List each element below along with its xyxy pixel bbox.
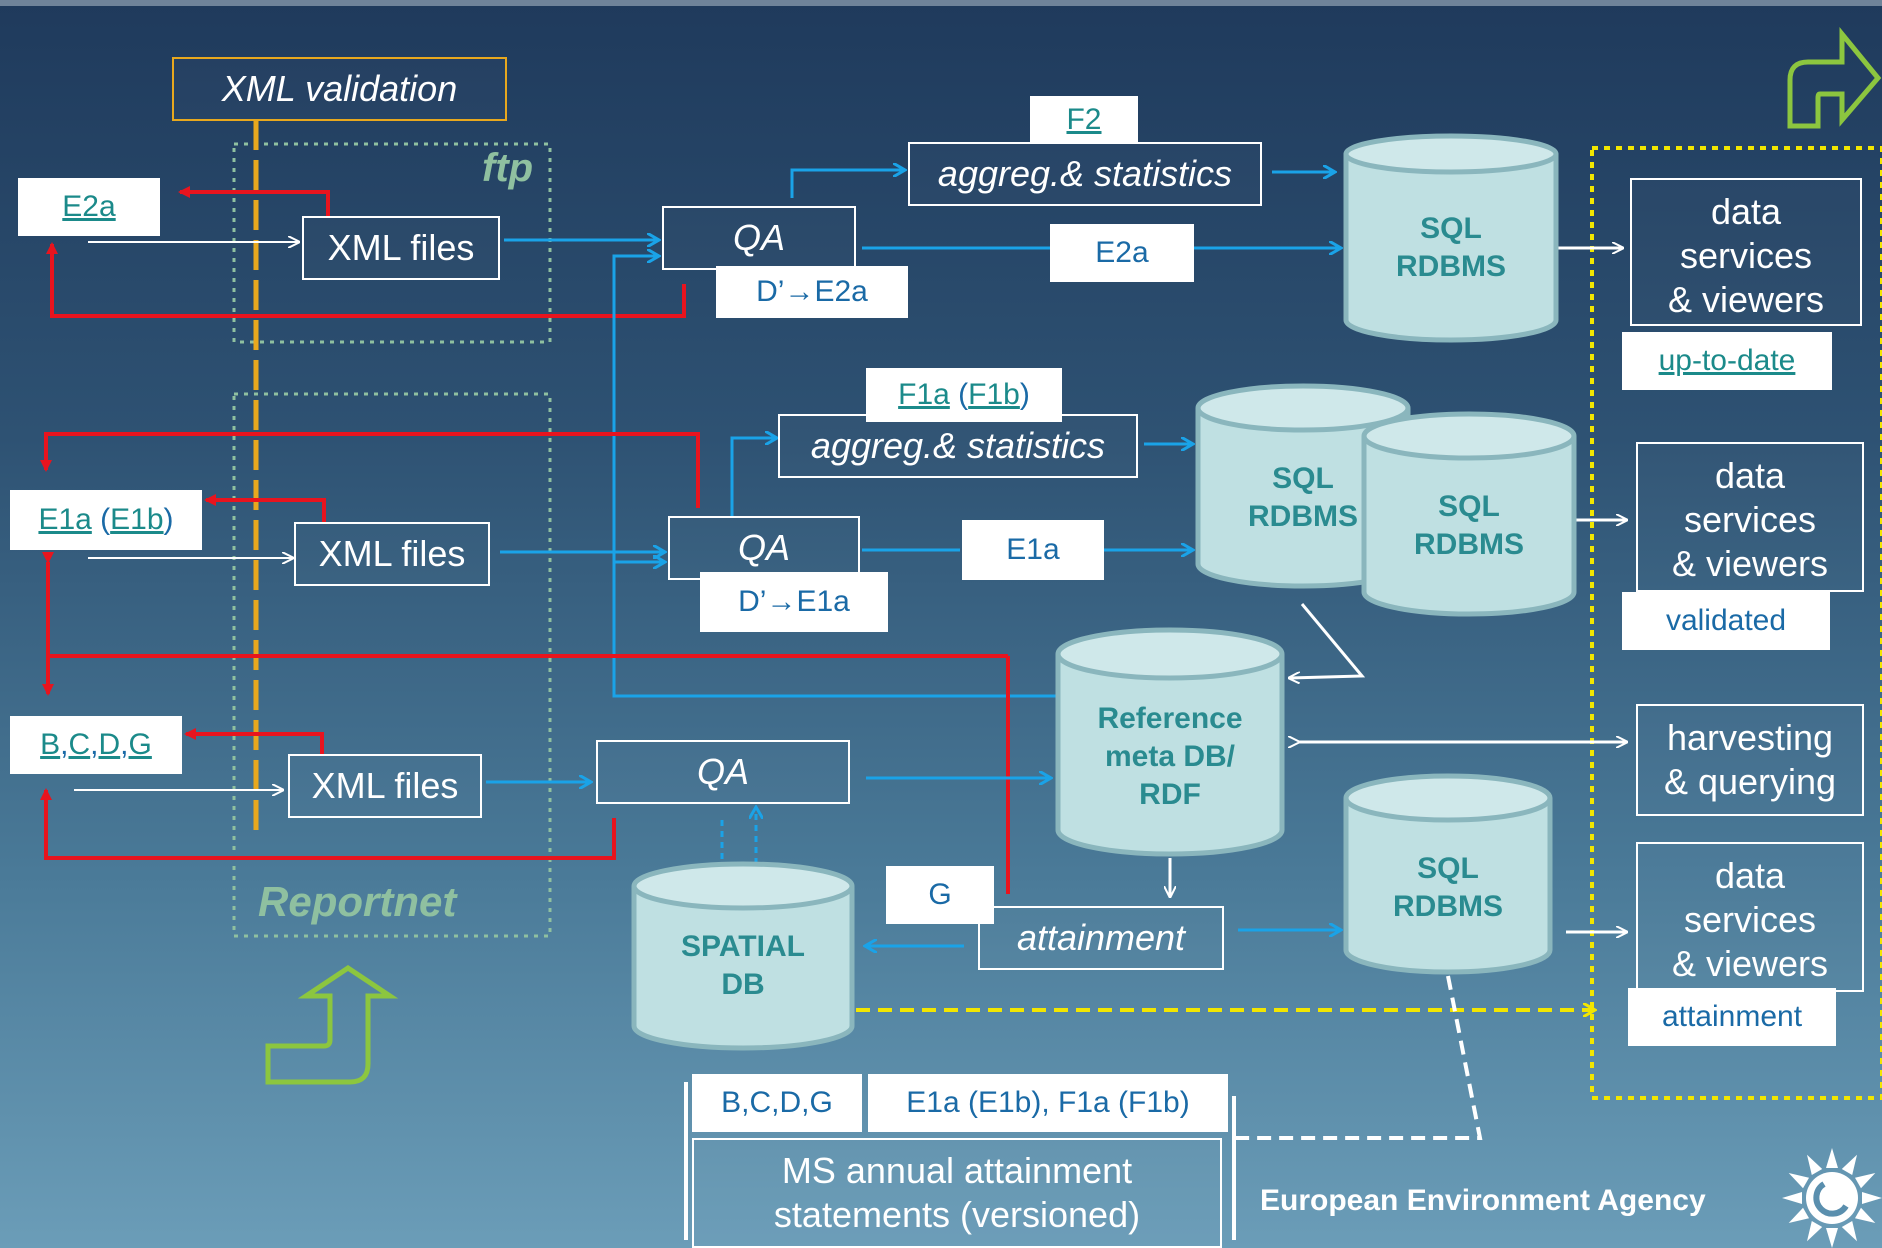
xml-files-bcdg: XML files <box>288 754 482 818</box>
aggreg-stats-mid: aggreg.& statistics <box>778 414 1138 478</box>
eea-name: European Environment Agency <box>1260 1184 1706 1217</box>
xml-files-e1a: XML files <box>294 522 490 586</box>
d-e1a-badge: D’→E1a <box>700 572 888 632</box>
xml-validation-label: XML validation <box>172 57 507 121</box>
attainment-process: attainment <box>978 906 1224 970</box>
harvesting-querying: harvesting& querying <box>1636 704 1864 816</box>
validated-badge: validated <box>1622 592 1830 650</box>
ftp-label: ftp <box>482 146 534 190</box>
e1b-link[interactable]: E1b <box>110 503 164 536</box>
source-bcdg[interactable]: B,C,D,G <box>10 716 182 774</box>
f1a-f1b-badge[interactable]: F1a (F1b) <box>866 368 1062 422</box>
reportnet-label: Reportnet <box>258 878 457 925</box>
bottom-e1a-f1a-badge: E1a (E1b), F1a (F1b) <box>868 1074 1228 1132</box>
up-to-date-badge[interactable]: up-to-date <box>1622 332 1832 390</box>
d-e2a-badge: D’→E2a <box>716 266 908 318</box>
start-arrow-icon <box>265 964 399 1085</box>
e1a-link[interactable]: E1a <box>38 503 92 536</box>
qa-e1a: QA <box>668 516 860 580</box>
qa-e2a: QA <box>662 206 856 270</box>
g-badge: G <box>886 866 994 924</box>
xml-files-e2a: XML files <box>302 216 500 280</box>
e1a-flow-badge: E1a <box>962 520 1104 580</box>
ftp-region <box>232 142 552 344</box>
source-e1a-e1b[interactable]: E1a (E1b) <box>10 490 202 550</box>
aggreg-stats-top: aggreg.& statistics <box>908 142 1262 206</box>
reportnet-region <box>232 392 552 938</box>
eea-logo-icon <box>1782 1148 1882 1248</box>
continue-arrow-icon <box>1787 26 1882 129</box>
f2-badge[interactable]: F2 <box>1030 96 1138 144</box>
attainment-badge: attainment <box>1628 988 1836 1046</box>
bottom-bcdg-badge: B,C,D,G <box>692 1074 862 1132</box>
qa-bcdg: QA <box>596 740 850 804</box>
e2a-flow-badge: E2a <box>1050 224 1194 282</box>
source-e2a[interactable]: E2a <box>18 178 160 236</box>
outputs-region <box>1590 146 1882 1100</box>
